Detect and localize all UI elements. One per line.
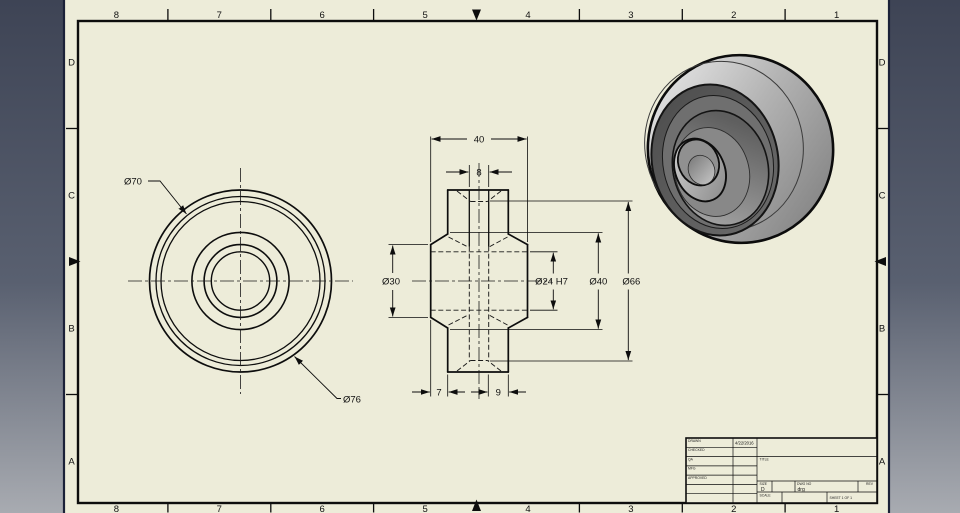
label-scale: SCALE — [760, 493, 772, 497]
zone-col-label: 1 — [834, 10, 839, 21]
label-size: SIZE — [760, 482, 768, 486]
title-block: DRAWN 4/22/2016 CHECKED QA MFG APPROVED … — [685, 437, 878, 504]
zone-row-label: B — [879, 324, 885, 335]
title-block-text: DRAWN 4/22/2016 CHECKED QA MFG APPROVED … — [688, 439, 874, 500]
dim-rim-inner-dia: Ø70 — [124, 177, 142, 188]
zone-col-label: 7 — [217, 504, 222, 513]
dim-bore: Ø24 H7 — [535, 277, 568, 288]
top-center-arrow-icon — [472, 9, 481, 21]
zone-col-label: 6 — [320, 10, 325, 21]
bottom-center-arrow-icon — [472, 499, 481, 511]
zone-col-label: 8 — [114, 504, 119, 513]
dimension-texts: 40 8 Ø30 Ø24 H7 Ø40 Ø66 7 9 — [382, 134, 640, 398]
label-dwg-no: DWG NO — [797, 482, 812, 486]
zone-ticks — [66, 9, 889, 513]
zone-col-label: 6 — [320, 504, 325, 513]
leader-d76: Ø76 — [294, 356, 361, 406]
front-view-centerlines — [128, 168, 353, 394]
iso-bore-wall — [687, 154, 716, 186]
leader-d70: Ø70 — [124, 177, 187, 215]
zone-col-label: 4 — [525, 10, 530, 21]
zone-row-label: D — [879, 58, 886, 69]
zone-col-label: 1 — [834, 504, 839, 513]
label-mfg: MFG — [688, 467, 696, 471]
label-checked: CHECKED — [688, 448, 705, 452]
dim-groove-width: 8 — [476, 167, 481, 178]
zone-row-label: A — [879, 457, 886, 468]
zone-col-label: 7 — [217, 10, 222, 21]
value-dwg-no: drg — [798, 487, 805, 493]
dim-left-flange: 7 — [436, 387, 441, 398]
label-drawn: DRAWN — [688, 439, 701, 443]
zone-col-label: 5 — [422, 504, 427, 513]
iso-view[interactable] — [623, 31, 857, 267]
zone-row-label: C — [68, 191, 75, 202]
label-rev: REV — [866, 482, 874, 486]
right-center-arrow-icon — [874, 257, 886, 266]
value-size: D — [761, 487, 765, 493]
dim-groove-root-dia: Ø66 — [622, 277, 640, 288]
zone-col-label: 4 — [525, 504, 530, 513]
zone-row-label: C — [879, 191, 886, 202]
left-center-arrow-icon — [69, 257, 81, 266]
section-view[interactable]: 40 8 Ø30 Ø24 H7 Ø40 Ø66 7 9 — [382, 134, 640, 399]
zone-col-label: 3 — [628, 504, 633, 513]
title-block-grid — [686, 438, 877, 503]
zone-col-label: 5 — [422, 10, 427, 21]
zone-row-label: D — [68, 58, 75, 69]
value-drawn-date: 4/22/2016 — [735, 441, 754, 446]
zone-row-label: A — [68, 457, 75, 468]
zone-col-label: 3 — [628, 10, 633, 21]
extension-lines — [388, 136, 633, 397]
section-centerlines — [412, 163, 552, 399]
zone-col-label: 2 — [731, 10, 736, 21]
dim-outer-dia: Ø76 — [343, 395, 361, 406]
label-approved: APPROVED — [688, 476, 707, 480]
dim-hub-dia: Ø30 — [382, 277, 400, 288]
label-sheet: SHEET 1 OF 1 — [830, 496, 853, 500]
label-title: TITLE — [760, 458, 770, 462]
zone-row-label: B — [68, 324, 74, 335]
label-qa: QA — [688, 458, 694, 462]
front-view[interactable]: Ø70 Ø76 — [124, 168, 361, 406]
sheet-center-arrows — [69, 9, 886, 511]
zone-col-label: 2 — [731, 504, 736, 513]
zone-labels: 8 7 6 5 4 3 2 1 8 7 6 5 4 3 2 1 D C B A … — [68, 10, 886, 513]
dim-cone-dia: Ø40 — [589, 277, 607, 288]
zone-col-label: 8 — [114, 10, 119, 21]
dim-right-flange: 9 — [496, 387, 501, 398]
dimension-lines — [393, 139, 629, 392]
dim-overall-width: 40 — [474, 134, 485, 145]
